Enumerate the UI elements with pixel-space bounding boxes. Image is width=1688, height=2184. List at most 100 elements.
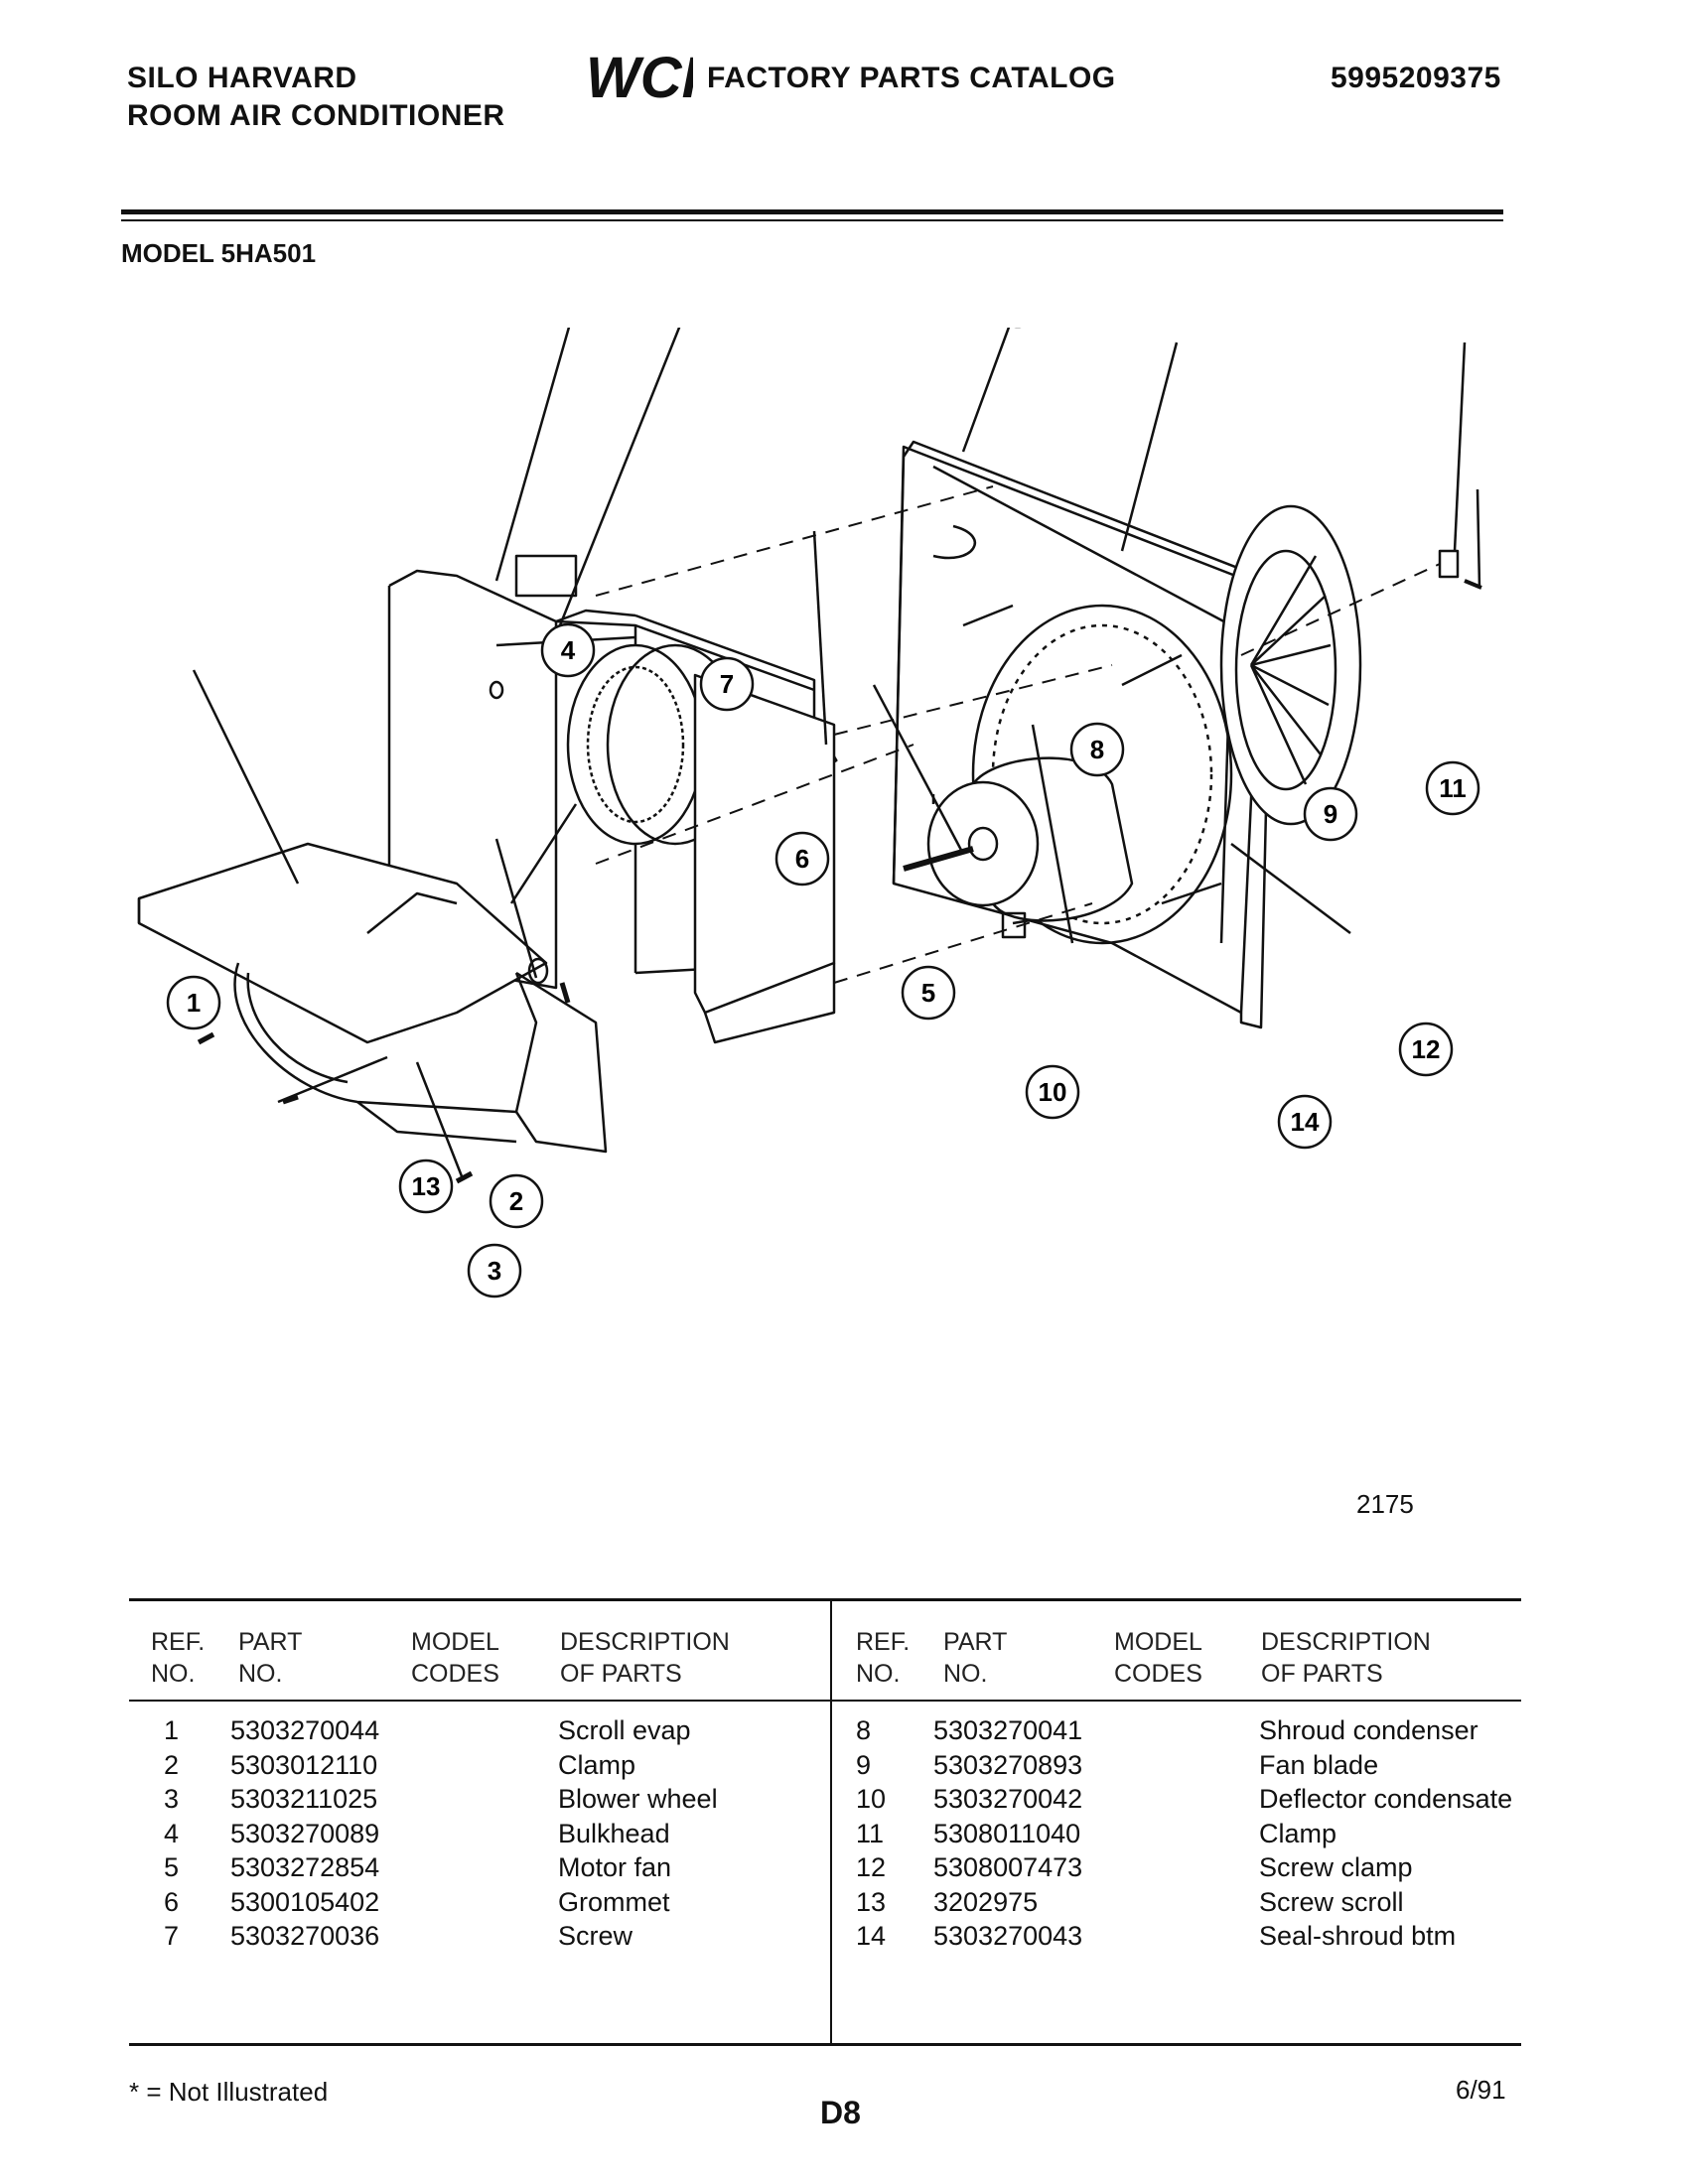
right-row-desc: Seal-shroud btm — [1259, 1921, 1457, 1951]
left-row-part: 5303270044 — [230, 1715, 380, 1745]
right-row-ref: 9 — [856, 1749, 872, 1780]
svg-text:14: 14 — [1291, 1107, 1320, 1137]
right-row-ref: 13 — [856, 1886, 887, 1917]
left-row-part: 5300105402 — [230, 1886, 380, 1917]
right-row-desc: Screw clamp — [1259, 1852, 1413, 1882]
catalog-title: FACTORY PARTS CATALOG — [707, 62, 1116, 94]
callout-6: 6 — [774, 831, 830, 887]
left-row-ref: 7 — [164, 1921, 180, 1951]
screw-scroll-drawing — [197, 1031, 215, 1045]
svg-text:3: 3 — [488, 1256, 501, 1286]
left-row-part: 5303211025 — [230, 1784, 378, 1814]
catalog-number: 5995209375 — [1331, 62, 1501, 94]
callout-3: 3 — [467, 1243, 522, 1298]
right-row-part: 5303270041 — [933, 1715, 1083, 1745]
logo-text: WCI — [586, 48, 693, 103]
callout-10: 10 — [1025, 1064, 1080, 1120]
callout-2: 2 — [489, 1173, 544, 1229]
figure-number: 2175 — [1356, 1489, 1414, 1519]
callout-11: 11 — [1425, 760, 1480, 816]
footnote: * = Not Illustrated — [129, 2077, 329, 2107]
svg-text:8: 8 — [1090, 735, 1104, 764]
brand-line-2: ROOM AIR CONDITIONER — [127, 99, 505, 132]
callout-4: 4 — [540, 622, 596, 678]
model-label: MODEL 5HA501 — [121, 238, 317, 268]
fan-blade-drawing — [1219, 504, 1362, 826]
right-row-ref: 8 — [856, 1715, 872, 1745]
page-id: D8 — [820, 2095, 861, 2130]
svg-text:4: 4 — [561, 635, 576, 665]
right-row-desc: Clamp — [1259, 1818, 1337, 1848]
wci-logo: WCI — [586, 48, 693, 103]
right-row-desc: Deflector condensate — [1259, 1784, 1513, 1814]
right-row-ref: 11 — [856, 1818, 885, 1848]
left-row-ref: 1 — [164, 1715, 180, 1745]
right-row-ref: 10 — [856, 1784, 887, 1814]
left-row-desc: Motor fan — [558, 1852, 672, 1882]
right-row-part: 5303270043 — [933, 1921, 1083, 1951]
left-row-ref: 4 — [164, 1818, 180, 1848]
left-row-ref: 3 — [164, 1784, 180, 1814]
svg-text:6: 6 — [795, 844, 809, 874]
right-row-part: 5308007473 — [933, 1852, 1083, 1882]
svg-text:13: 13 — [412, 1171, 441, 1201]
svg-text:1: 1 — [187, 988, 201, 1018]
table-header-rule — [129, 1700, 1521, 1702]
right-row-ref: 12 — [856, 1852, 887, 1882]
table-divider — [830, 1600, 832, 2045]
callout-8: 8 — [1069, 722, 1125, 777]
right-row-part: 5308011040 — [933, 1818, 1081, 1848]
svg-text:12: 12 — [1412, 1034, 1441, 1064]
right-row-part: 5303270893 — [933, 1749, 1083, 1780]
svg-text:9: 9 — [1324, 799, 1337, 829]
svg-text:7: 7 — [720, 669, 734, 699]
brand-line-1: SILO HARVARD — [127, 62, 357, 94]
svg-text:10: 10 — [1039, 1077, 1067, 1107]
revision-date: 6/91 — [1456, 2075, 1506, 2105]
blower-housing-drawing — [693, 673, 836, 1015]
col-ref-left: REF.NO. — [151, 1628, 206, 1688]
callout-12: 12 — [1398, 1022, 1454, 1077]
left-row-desc: Screw — [558, 1921, 633, 1951]
left-row-ref: 5 — [164, 1852, 180, 1882]
left-row-part: 5303012110 — [230, 1749, 378, 1780]
col-ref-right: REF.NO. — [856, 1628, 911, 1688]
right-row-part: 3202975 — [933, 1886, 1039, 1917]
callout-7: 7 — [699, 656, 755, 712]
left-row-desc: Clamp — [558, 1749, 636, 1780]
left-row-ref: 6 — [164, 1886, 180, 1917]
table-bottom-rule — [129, 2043, 1521, 2046]
callout-14: 14 — [1277, 1094, 1333, 1150]
callout-13: 13 — [398, 1159, 454, 1214]
left-row-part: 5303270089 — [230, 1818, 380, 1848]
clamp-drawing — [1438, 549, 1460, 579]
left-row-desc: Grommet — [558, 1886, 670, 1917]
callout-5: 5 — [901, 965, 956, 1021]
right-row-desc: Screw scroll — [1259, 1886, 1404, 1917]
table-top-rule — [129, 1598, 1521, 1601]
right-row-desc: Fan blade — [1259, 1749, 1379, 1780]
scroll-evap-drawing — [137, 842, 608, 1154]
svg-text:5: 5 — [921, 978, 935, 1008]
header-rule — [121, 209, 1503, 214]
brand-header: SILO HARVARD ROOM AIR CONDITIONER — [127, 60, 505, 135]
right-row-desc: Shroud condenser — [1259, 1715, 1478, 1745]
callout-1: 1 — [166, 975, 221, 1030]
svg-text:2: 2 — [509, 1186, 523, 1216]
left-row-desc: Blower wheel — [558, 1784, 718, 1814]
clamp-2-drawing — [527, 957, 549, 985]
callout-9: 9 — [1303, 786, 1358, 842]
right-row-ref: 14 — [856, 1921, 887, 1951]
left-row-desc: Bulkhead — [558, 1818, 670, 1848]
left-row-desc: Scroll evap — [558, 1715, 691, 1745]
left-row-ref: 2 — [164, 1749, 180, 1780]
header-rule-thin — [121, 219, 1503, 221]
